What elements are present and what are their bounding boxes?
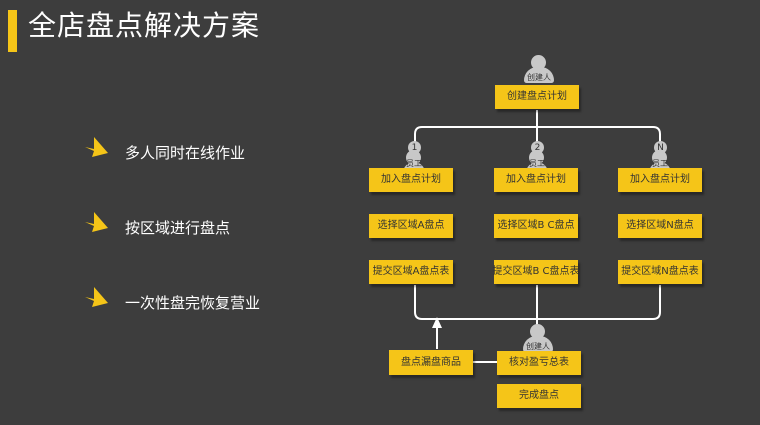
lane-n-submit-box: 提交区域N盘点表 bbox=[618, 260, 702, 284]
staff-label: 员工 bbox=[652, 159, 668, 168]
lane-n-select-box: 选择区域N盘点 bbox=[618, 214, 702, 238]
lane-number-1: 1 bbox=[408, 141, 421, 154]
lane-1-select-box: 选择区域A盘点 bbox=[369, 214, 453, 238]
arrow-icon bbox=[85, 287, 108, 307]
lane-n-join-box: 加入盘点计划 bbox=[618, 168, 702, 192]
page-title: 全店盘点解决方案 bbox=[28, 9, 261, 42]
title-accent-bar bbox=[8, 10, 17, 52]
lane-number-2: 2 bbox=[531, 141, 544, 154]
reviewer-avatar-icon: 创建人 bbox=[523, 324, 553, 352]
bullet-one-time: 一次性盘完恢复营业 bbox=[125, 294, 261, 312]
lane-number-n: N bbox=[654, 141, 667, 154]
lane-2-join-box: 加入盘点计划 bbox=[494, 168, 578, 192]
lane-1-join-box: 加入盘点计划 bbox=[369, 168, 453, 192]
complete-box: 完成盘点 bbox=[497, 384, 581, 408]
creator-label: 创建人 bbox=[527, 73, 551, 82]
bullet-multi-user: 多人同时在线作业 bbox=[125, 144, 246, 162]
reviewer-label: 创建人 bbox=[526, 342, 550, 351]
missing-items-box: 盘点漏盘商品 bbox=[389, 350, 473, 375]
create-plan-box: 创建盘点计划 bbox=[495, 85, 579, 109]
lane-2-submit-box: 提交区域B C盘点表 bbox=[492, 260, 580, 284]
lane-2-select-box: 选择区域B C盘点 bbox=[494, 214, 578, 238]
staff-label: 员工 bbox=[406, 159, 422, 168]
arrow-icon bbox=[85, 137, 108, 157]
staff-label: 员工 bbox=[529, 159, 545, 168]
bullet-by-area: 按区域进行盘点 bbox=[125, 219, 231, 237]
arrow-icon bbox=[85, 212, 108, 232]
check-total-box: 核对盈亏总表 bbox=[497, 351, 581, 375]
creator-avatar-icon: 创建人 bbox=[524, 55, 554, 83]
lane-1-submit-box: 提交区域A盘点表 bbox=[369, 260, 453, 284]
